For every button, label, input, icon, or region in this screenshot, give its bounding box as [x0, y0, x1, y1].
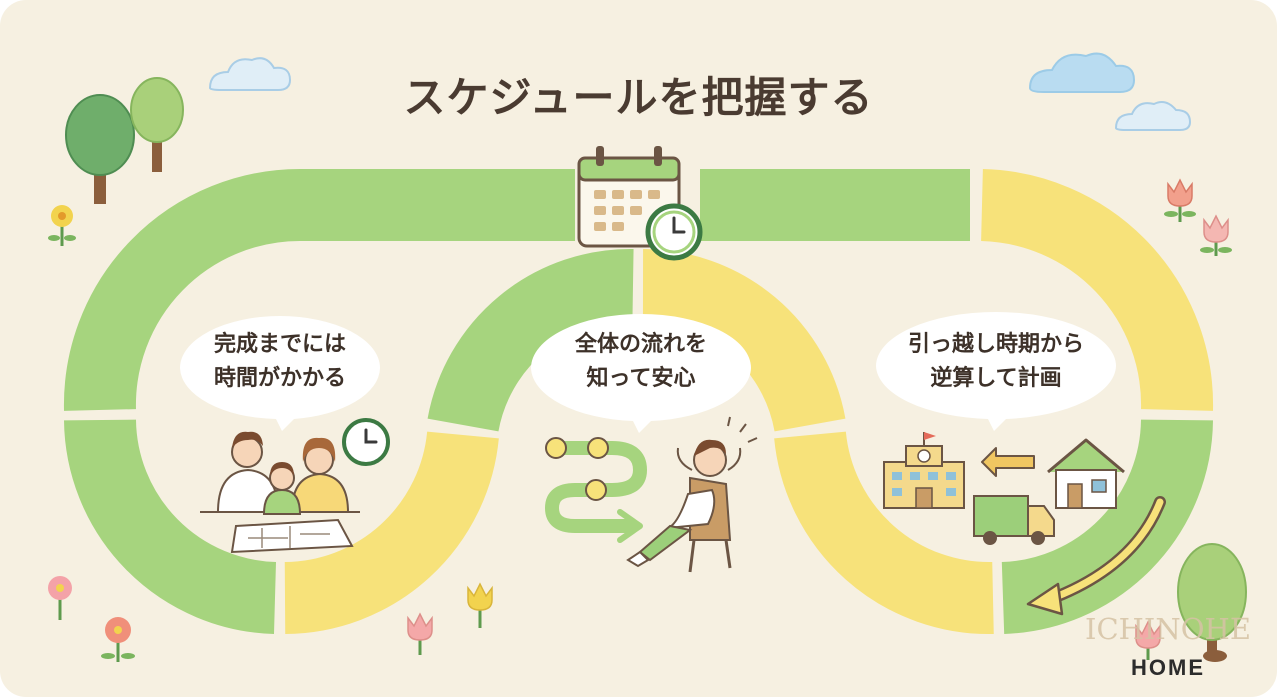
- tree-icon: [65, 77, 184, 204]
- speech-bubble: [180, 316, 380, 431]
- brand-logo-name: ICHINOHE: [1085, 612, 1251, 646]
- schedule-road: [63, 169, 1214, 635]
- calendar-clock-icon: [577, 146, 703, 261]
- curved-arrow-icon: [1026, 496, 1166, 616]
- tree-icon: [1177, 543, 1247, 662]
- cloud-icon: [1114, 101, 1192, 131]
- arrow-left-icon: [981, 447, 1035, 477]
- school-building-icon: [883, 432, 965, 509]
- bubble-line: 時間がかかる: [213, 366, 346, 391]
- bubble-line: 完成までには: [213, 332, 346, 357]
- bubble-text-1: 完成までには 時間がかかる: [180, 328, 380, 396]
- page-title: スケジュールを把握する: [403, 73, 874, 122]
- bubble-text-3: 引っ越し時期から 逆算して計画: [876, 328, 1116, 396]
- speech-bubble: [876, 312, 1116, 431]
- speech-bubble: [531, 314, 751, 433]
- tulip-icon: [407, 582, 1161, 660]
- bubble-line: 知って安心: [586, 366, 696, 391]
- family-planning-illustration: [200, 418, 390, 554]
- flower-icon: [48, 205, 76, 246]
- route-flow-icon: [544, 437, 648, 543]
- bubble-line: 逆算して計画: [930, 366, 1062, 391]
- bubble-line: 全体の流れを: [574, 332, 707, 357]
- bubble-line: 引っ越し時期から: [907, 332, 1084, 357]
- tulip-icon: [1164, 178, 1232, 256]
- brand-logo-subname: HOME: [1131, 655, 1205, 680]
- flower-icon: [48, 576, 135, 662]
- relaxing-man-illustration: [626, 416, 758, 573]
- house-icon: [1047, 438, 1125, 509]
- moving-truck-icon: [973, 495, 1055, 545]
- cloud-icon: [1028, 52, 1136, 93]
- cloud-icon: [208, 57, 292, 91]
- bubble-text-2: 全体の流れを 知って安心: [531, 328, 751, 396]
